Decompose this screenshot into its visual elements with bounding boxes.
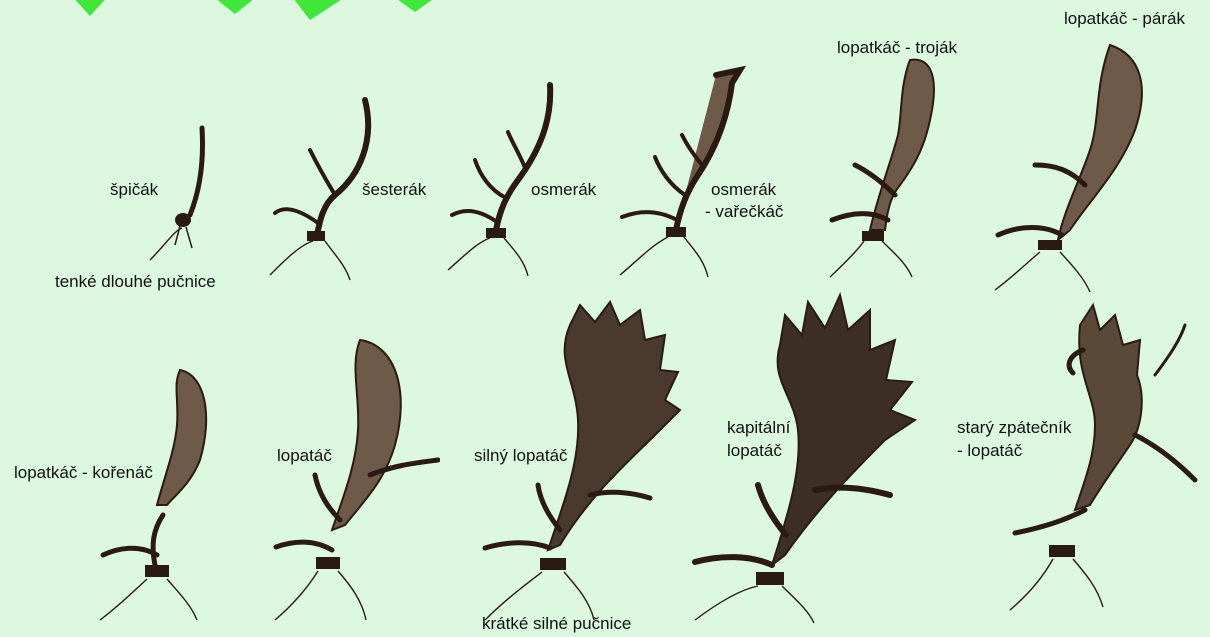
- antler-kapitalni-lopatac: [690, 290, 925, 625]
- label-osmerak-varecka-1: osmerák: [711, 180, 776, 200]
- antler-lopatkac-korenac: [95, 365, 245, 625]
- antler-spicak: [140, 120, 220, 280]
- antler-stary-zpatecnik: [1005, 295, 1205, 615]
- label-stary-1: starý zpátečník: [957, 418, 1071, 438]
- label-lopatkac-parak: lopatkáč - párák: [1064, 9, 1185, 29]
- label-lopatkac-trojak: lopatkáč - troják: [837, 38, 957, 58]
- antler-lopatkac-trojak: [820, 55, 960, 280]
- label-kapitalni-1: kapitální: [727, 418, 790, 438]
- label-osmerak: osmerák: [531, 180, 596, 200]
- label-lopatkac-korenac: lopatkáč - kořenáč: [14, 463, 153, 483]
- antler-lopatac: [270, 335, 440, 625]
- label-osmerak-varecka-2: - vařečkáč: [705, 202, 783, 222]
- label-sesterak: šesterák: [362, 180, 426, 200]
- watermark-cross-icon: [60, 0, 480, 24]
- antler-osmerak-varecka: [610, 65, 750, 280]
- label-stary-2: - lopatáč: [957, 441, 1022, 461]
- label-tenke-pucnice: tenké dlouhé pučnice: [55, 272, 216, 292]
- label-kratke-pucnice: krátké silné pučnice: [482, 614, 631, 634]
- antler-lopatkac-parak: [990, 40, 1165, 295]
- label-kapitalni-2: lopatáč: [727, 441, 782, 461]
- label-lopatac: lopatáč: [277, 446, 332, 466]
- label-spicak: špičák: [110, 180, 158, 200]
- label-silny-lopatac: silný lopatáč: [474, 446, 568, 466]
